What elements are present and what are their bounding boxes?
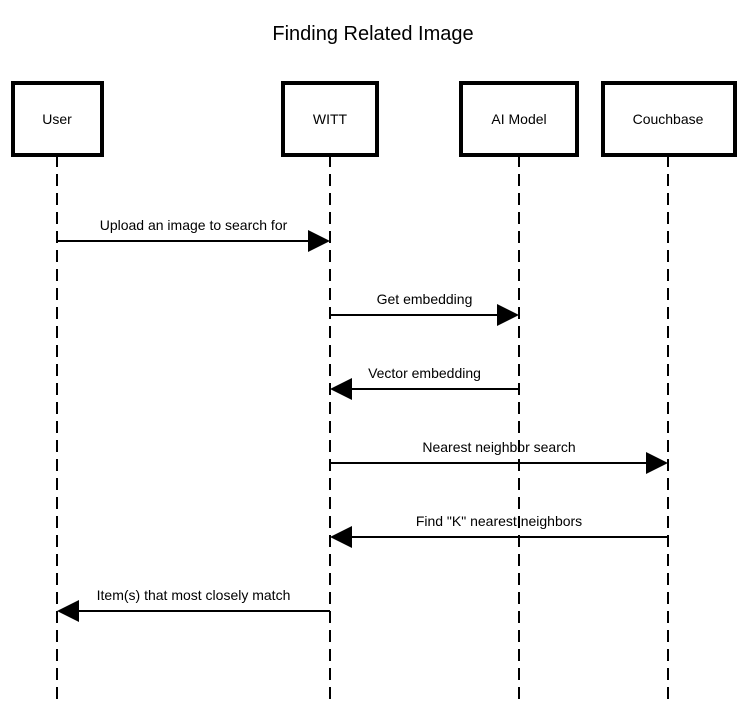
actor-box-user (11, 81, 104, 157)
arrowhead-icon (308, 230, 330, 252)
actor-ai: AI Model (459, 81, 579, 157)
arrowhead-icon (497, 304, 519, 326)
message-label: Find "K" nearest neighbors (416, 513, 582, 529)
actor-user: User (11, 81, 104, 157)
actor-label-user: User (42, 111, 72, 127)
message-5: Find "K" nearest neighbors (330, 513, 668, 548)
message-6: Item(s) that most closely match (57, 587, 330, 622)
message-label: Vector embedding (368, 365, 481, 381)
actor-box-witt (281, 81, 379, 157)
actor-witt: WITT (281, 81, 379, 157)
actor-label-ai: AI Model (491, 111, 546, 127)
diagram-title: Finding Related Image (272, 23, 473, 45)
message-label: Item(s) that most closely match (97, 587, 291, 603)
actors: User WITT AI Model Couchbase (11, 81, 737, 157)
arrowhead-icon (57, 600, 79, 622)
actor-couchbase: Couchbase (601, 81, 737, 157)
message-label: Get embedding (377, 291, 473, 307)
message-2: Get embedding (330, 291, 519, 326)
message-label: Nearest neighbor search (422, 439, 575, 455)
arrowhead-icon (330, 378, 352, 400)
actor-label-couchbase: Couchbase (633, 111, 704, 127)
message-4: Nearest neighbor search (330, 439, 668, 474)
arrowhead-icon (646, 452, 668, 474)
arrowhead-icon (330, 526, 352, 548)
message-3: Vector embedding (330, 365, 519, 400)
message-label: Upload an image to search for (100, 217, 288, 233)
message-1: Upload an image to search for (57, 217, 330, 252)
actor-label-witt: WITT (313, 111, 348, 127)
lifelines (56, 155, 669, 700)
actor-box-couchbase (601, 81, 737, 157)
actor-box-ai (459, 81, 579, 157)
